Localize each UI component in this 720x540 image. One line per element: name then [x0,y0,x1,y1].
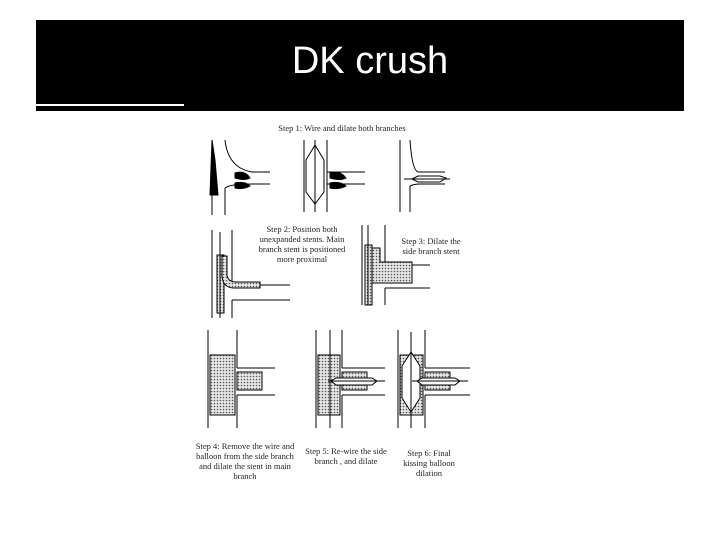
step1-panel-main-balloon [303,140,365,212]
step4-caption: Step 4: Remove the wire and balloon from… [195,441,295,481]
step1-panel-side-balloon [399,139,450,212]
step6-panel-kissing-balloon [397,330,470,428]
step1-panel-wire [209,139,270,215]
step3-panel-dilate-side-stent [361,225,430,306]
step3-caption: Step 3: Dilate the side branch stent [401,236,461,256]
title-bar [36,20,684,111]
step1-caption: Step 1: Wire and dilate both branches [278,123,406,133]
slide-title: DK crush [291,40,449,82]
title-underline [36,104,184,106]
step6-caption: Step 6: Final kissing balloon dilation [403,448,455,478]
step2-panel-position-stents [211,230,290,318]
step4-panel-dilate-main-stent [207,330,275,428]
step5-caption: Step 5: Re-wire the side branch , and di… [305,446,387,466]
step5-panel-rewire-side [315,330,385,428]
step2-caption: Step 2: Position both unexpanded stents.… [258,224,346,264]
